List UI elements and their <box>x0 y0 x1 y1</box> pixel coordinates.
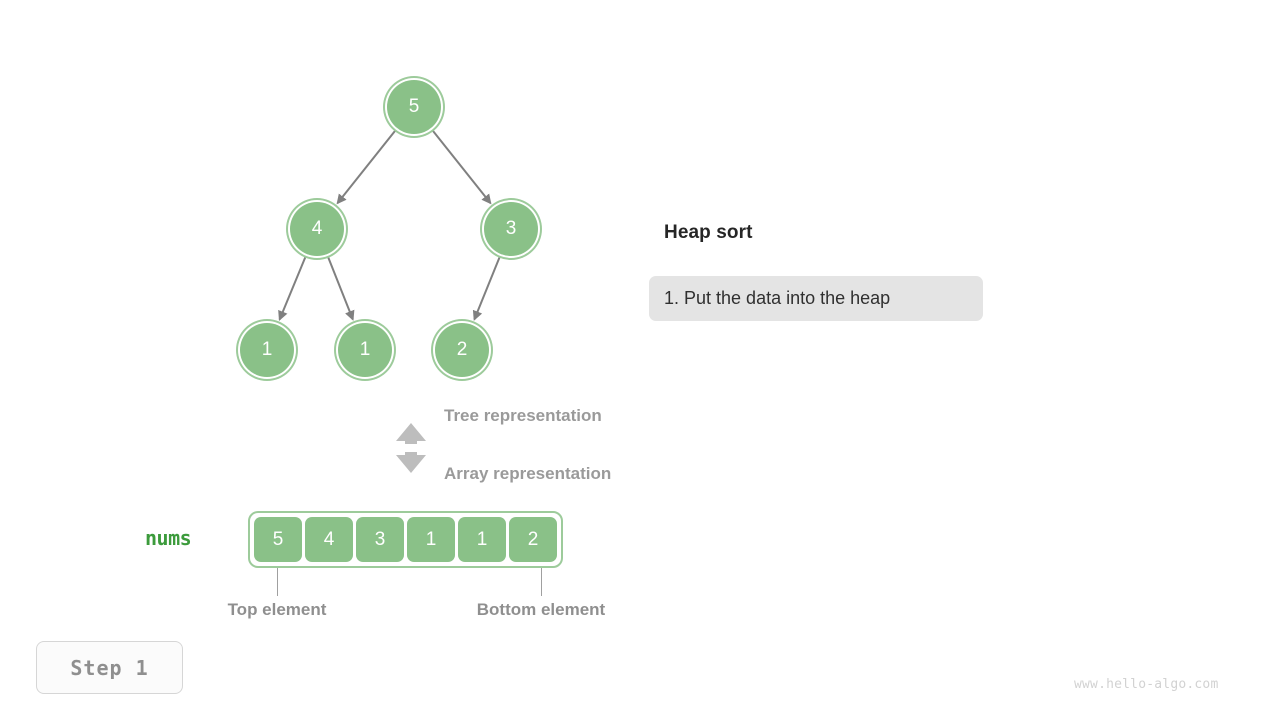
array-cell: 1 <box>458 517 506 562</box>
tree-node-value: 5 <box>408 96 420 117</box>
bidirectional-arrow-icon <box>396 423 426 473</box>
tree-node: 1 <box>240 323 294 377</box>
array-container: 5 4 3 1 1 2 <box>248 511 563 568</box>
top-element-pointer-line <box>277 568 278 596</box>
page-title: Heap sort <box>664 222 753 243</box>
tree-edge <box>431 129 492 205</box>
array-cell: 5 <box>254 517 302 562</box>
tree-edge <box>326 255 355 321</box>
nums-label: nums <box>145 526 192 550</box>
array-cell-value: 1 <box>476 528 488 550</box>
array-cell: 3 <box>356 517 404 562</box>
array-cell-value: 3 <box>374 528 386 550</box>
tree-node: 4 <box>290 202 344 256</box>
top-element-label: Top element <box>227 600 327 619</box>
array-cell: 1 <box>407 517 455 562</box>
tree-node-value: 4 <box>311 218 323 239</box>
tree-node: 1 <box>338 323 392 377</box>
array-representation-label: Array representation <box>444 464 612 483</box>
tree-edge <box>278 255 307 321</box>
array-cell: 2 <box>509 517 557 562</box>
bottom-element-pointer-line <box>541 568 542 596</box>
array-cell-value: 1 <box>425 528 437 550</box>
tree-representation-label: Tree representation <box>444 406 602 425</box>
step-badge-text: Step 1 <box>70 655 149 680</box>
tree-node-value: 3 <box>505 218 517 239</box>
tree-node-value: 1 <box>261 339 273 360</box>
tree-edge <box>336 129 397 205</box>
tree-node: 5 <box>387 80 441 134</box>
tree-node: 2 <box>435 323 489 377</box>
array-cell-value: 5 <box>272 528 284 550</box>
tree-node-value: 1 <box>359 339 371 360</box>
tree-node: 3 <box>484 202 538 256</box>
array-cell: 4 <box>305 517 353 562</box>
tree-edge <box>472 255 502 321</box>
array-cell-value: 2 <box>527 528 539 550</box>
step-description-box: 1. Put the data into the heap <box>649 276 983 321</box>
array-cell-value: 4 <box>323 528 335 550</box>
tree-node-value: 2 <box>456 339 468 360</box>
step-badge: Step 1 <box>36 641 183 694</box>
watermark: www.hello-algo.com <box>1074 677 1219 692</box>
step-description-text: 1. Put the data into the heap <box>664 288 891 308</box>
bottom-element-label: Bottom element <box>476 600 606 619</box>
